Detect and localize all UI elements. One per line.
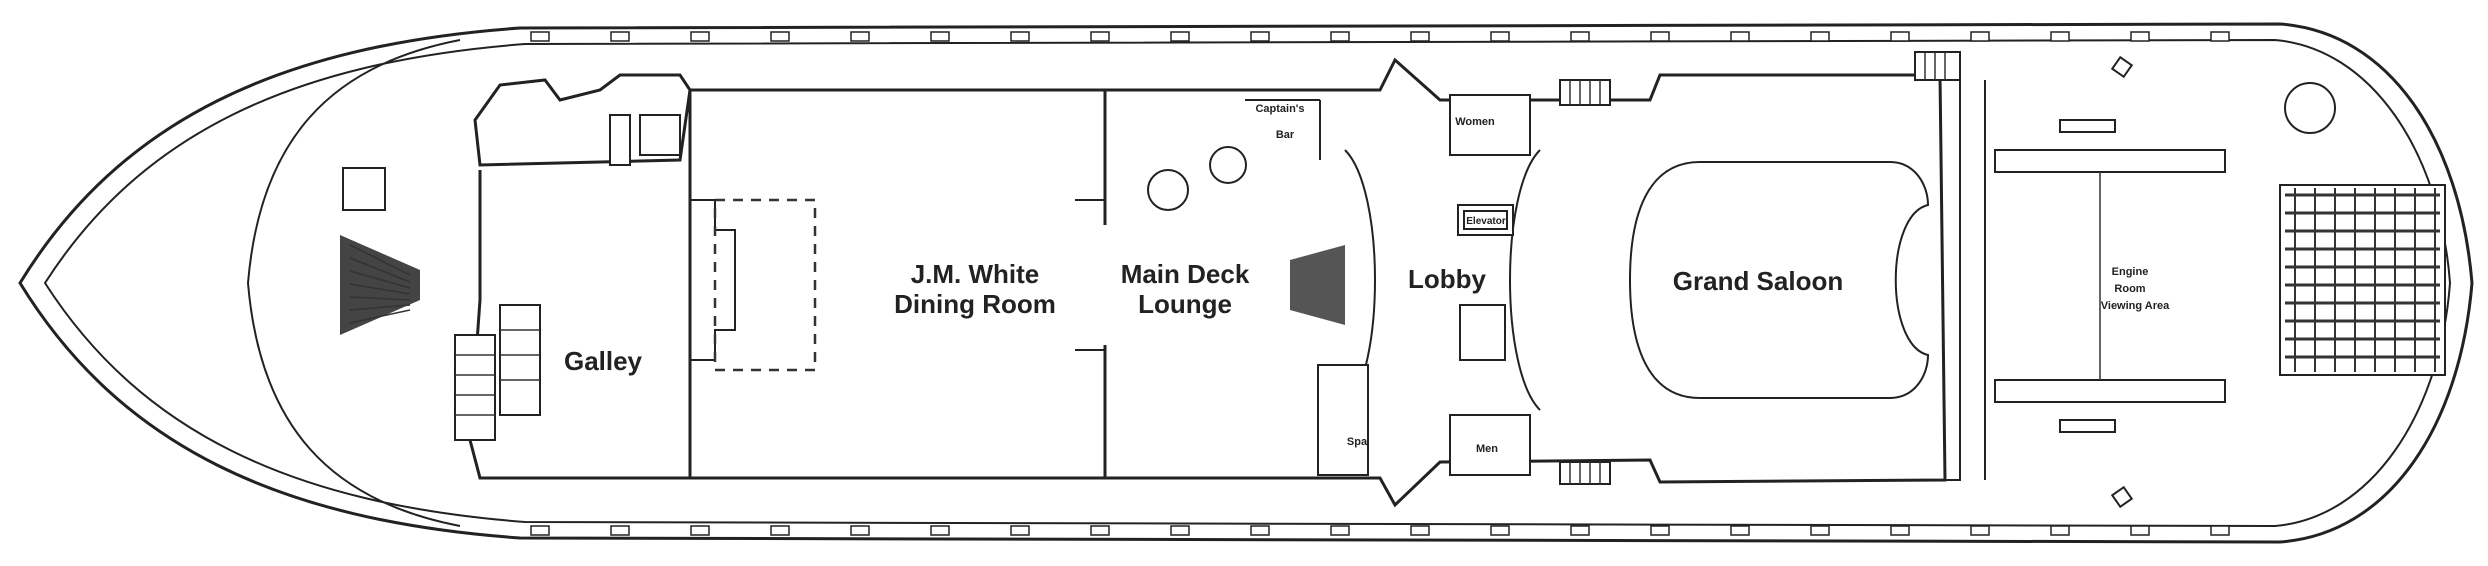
- rail-post: [930, 31, 950, 42]
- rail-post: [1090, 525, 1110, 536]
- rail-post: [1330, 525, 1350, 536]
- rail-post: [1970, 525, 1990, 536]
- column-1: [1147, 169, 1189, 211]
- rail-post: [1570, 31, 1590, 42]
- rail-post: [1410, 525, 1430, 536]
- rail-post: [1810, 525, 1830, 536]
- rail-post: [1970, 31, 1990, 42]
- grand-saloon-floor: [1628, 161, 1930, 399]
- rail-post: [770, 31, 790, 42]
- rail-post: [1730, 525, 1750, 536]
- rail-post: [530, 525, 550, 536]
- dining-room-label-2: Dining Room: [894, 289, 1056, 319]
- engine-label-2: Room: [2114, 283, 2145, 295]
- rail-post: [1810, 31, 1830, 42]
- rail-post: [1170, 525, 1190, 536]
- rail-post: [1330, 31, 1350, 42]
- rail-post: [2130, 525, 2150, 536]
- rail-post: [1730, 31, 1750, 42]
- staircase-icon: [1290, 245, 1345, 325]
- rail-post: [1570, 525, 1590, 536]
- lobby-structures: [1317, 79, 1611, 485]
- dining-room-label-1: J.M. White: [911, 259, 1040, 289]
- rail-posts: [530, 31, 2230, 536]
- rail-post: [1010, 31, 1030, 42]
- rail-post: [1010, 525, 1030, 536]
- rail-post: [1490, 31, 1510, 42]
- galley-area: [454, 73, 817, 480]
- captains-bar-label-1: Captain's: [1255, 103, 1304, 115]
- rail-post: [1490, 525, 1510, 536]
- bow-hatch: [342, 167, 386, 211]
- rail-post: [1250, 31, 1270, 42]
- rail-post: [1650, 31, 1670, 42]
- rail-post: [850, 525, 870, 536]
- rail-post: [2050, 525, 2070, 536]
- captains-bar-label-2: Bar: [1276, 129, 1295, 141]
- rail-post: [1890, 31, 1910, 42]
- rail-post: [2210, 31, 2230, 42]
- paddlewheel-icon: [2279, 184, 2446, 376]
- grand-saloon-label: Grand Saloon: [1673, 266, 1843, 296]
- women-label: Women: [1455, 116, 1495, 128]
- rail-post: [930, 525, 950, 536]
- rail-post: [690, 31, 710, 42]
- engine-area: [1914, 51, 2336, 509]
- lounge-label-2: Lounge: [1138, 289, 1232, 319]
- rail-post: [1890, 525, 1910, 536]
- hull-outline: [18, 22, 2474, 544]
- engine-label-1: Engine: [2112, 266, 2149, 278]
- rail-post: [1090, 31, 1110, 42]
- galley-label: Galley: [564, 346, 643, 376]
- bow-railing: [246, 39, 461, 527]
- rail-post: [1650, 525, 1670, 536]
- rail-post: [2050, 31, 2070, 42]
- lobby-label: Lobby: [1408, 264, 1487, 294]
- column-2: [1209, 146, 1247, 184]
- engine-label-3: Viewing Area: [2101, 300, 2170, 312]
- rail-post: [2130, 31, 2150, 42]
- lounge-label-1: Main Deck: [1121, 259, 1250, 289]
- spa-label: Spa: [1347, 436, 1368, 448]
- rail-post: [610, 525, 630, 536]
- rail-post: [690, 525, 710, 536]
- capstan-icon: [340, 235, 420, 335]
- rail-post: [2210, 525, 2230, 536]
- rail-post: [610, 31, 630, 42]
- men-label: Men: [1476, 443, 1498, 455]
- rail-post: [1250, 525, 1270, 536]
- rail-post: [1410, 31, 1430, 42]
- rail-post: [530, 31, 550, 42]
- elevator-label: Elevator: [1466, 216, 1506, 227]
- rail-post: [770, 525, 790, 536]
- rail-post: [850, 31, 870, 42]
- rail-post: [1170, 31, 1190, 42]
